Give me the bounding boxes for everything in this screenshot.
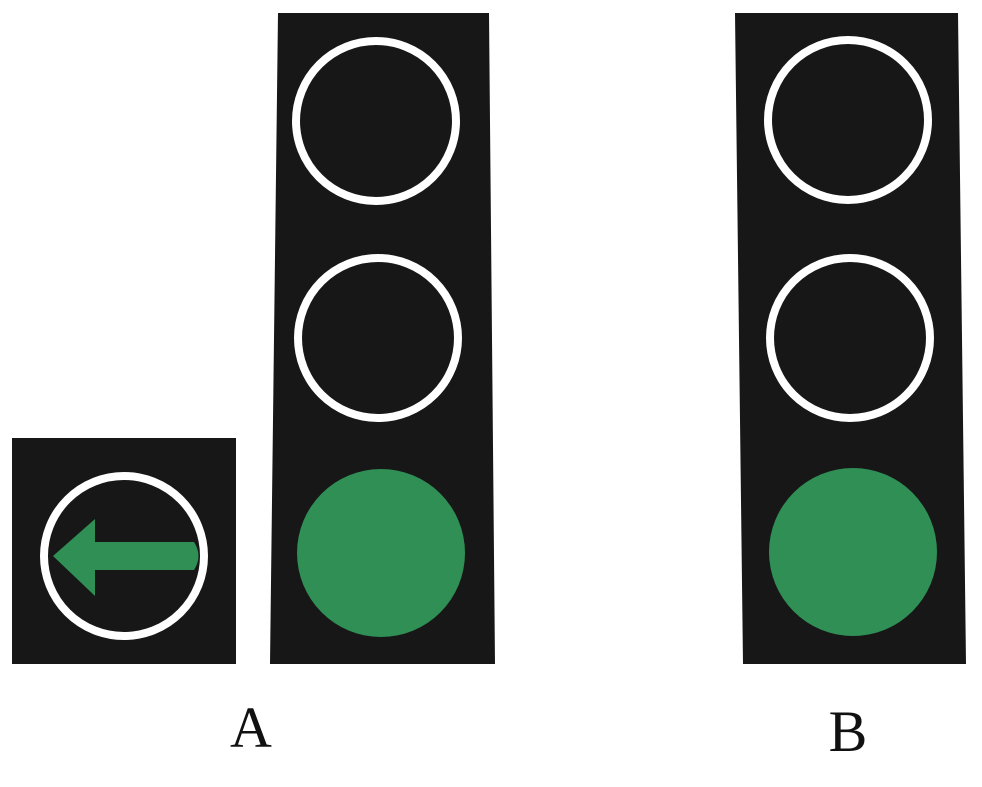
group-b-bottom-green-lamp	[769, 468, 937, 636]
group-a-label: A	[230, 695, 272, 760]
group-a-arrow-signal	[12, 438, 236, 664]
left-arrow-icon	[53, 519, 199, 596]
group-a-main-signal	[270, 13, 495, 664]
group-b-main-signal	[735, 13, 966, 664]
group-b	[735, 13, 966, 664]
group-a-middle-lamp	[294, 254, 462, 422]
group-a	[12, 13, 495, 664]
group-b-middle-lamp	[766, 254, 934, 422]
group-a-bottom-green-lamp	[297, 469, 465, 637]
group-b-top-lamp	[764, 36, 932, 204]
group-a-top-lamp	[292, 37, 460, 205]
group-b-label: B	[828, 699, 868, 764]
